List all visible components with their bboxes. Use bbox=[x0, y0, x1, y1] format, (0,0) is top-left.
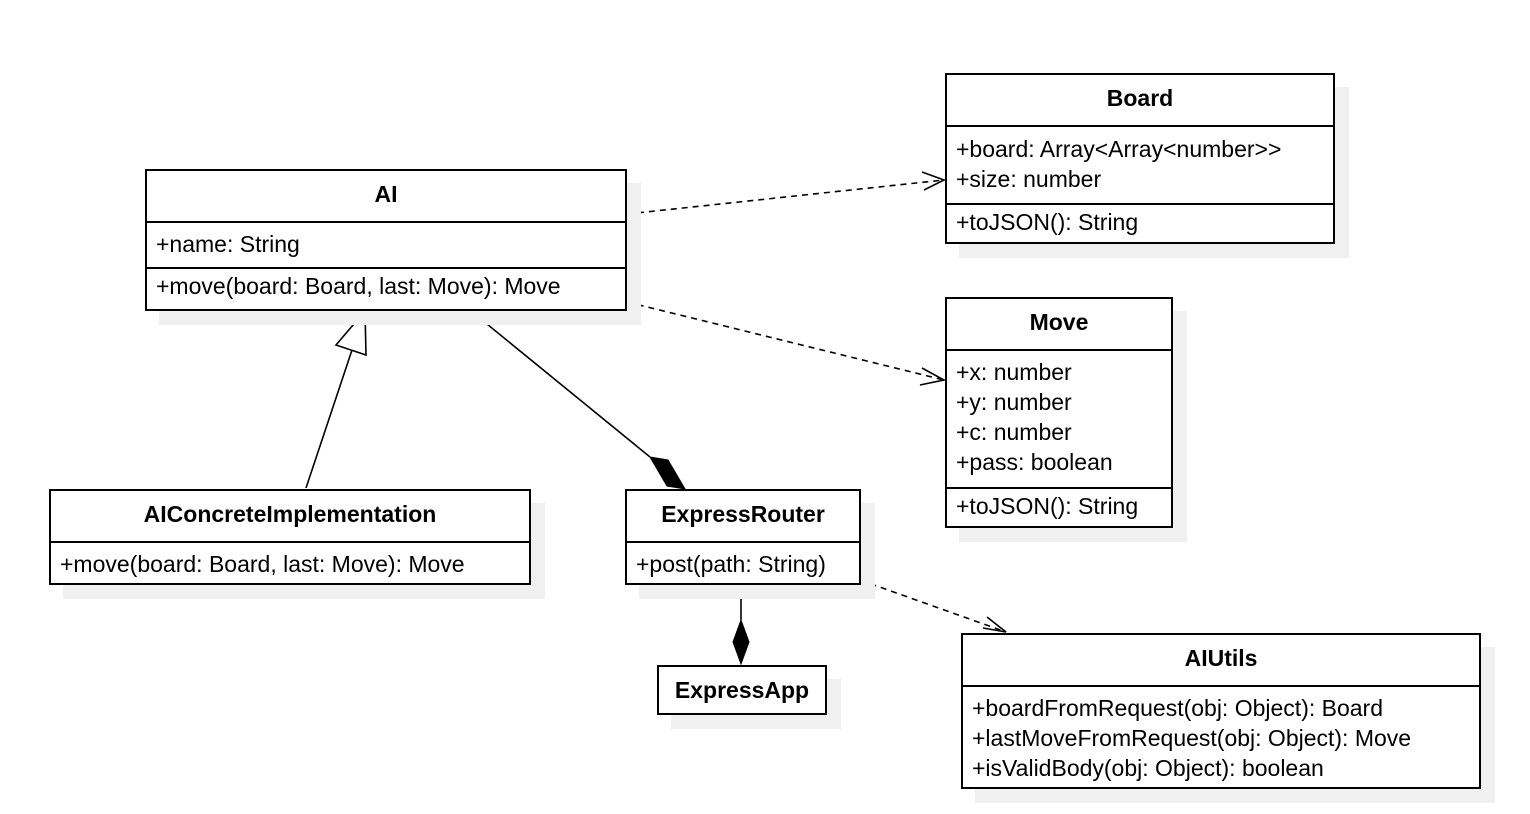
attribute: +pass: boolean bbox=[956, 449, 1113, 475]
class-name: AIConcreteImplementation bbox=[143, 501, 437, 527]
attribute: +size: number bbox=[956, 166, 1102, 192]
class-name: ExpressApp bbox=[674, 677, 810, 703]
method: +lastMoveFromRequest(obj: Object): Move bbox=[972, 725, 1412, 751]
class-name: ExpressRouter bbox=[661, 501, 825, 527]
class-ai-concrete-implementation: AIConcreteImplementation +move(board: Bo… bbox=[49, 489, 531, 585]
dependency-ai-move bbox=[626, 301, 945, 381]
method: +post(path: String) bbox=[636, 551, 826, 577]
attribute: +y: number bbox=[956, 389, 1072, 415]
composition-diamond-app bbox=[732, 618, 750, 666]
class-move: Move +x: number +y: number +c: number +p… bbox=[945, 297, 1173, 528]
method: +toJSON(): String bbox=[956, 493, 1139, 519]
class-board: Board +board: Array<Array<number>> +size… bbox=[945, 73, 1335, 244]
attributes-section: +board: Array<Array<number>> +size: numb… bbox=[947, 125, 1333, 203]
arrowhead-open-move bbox=[919, 367, 947, 386]
class-ai: AI +name: String +move(board: Board, las… bbox=[145, 169, 627, 311]
methods-section: +move(board: Board, last: Move): Move bbox=[147, 267, 625, 301]
class-name: AIUtils bbox=[1184, 645, 1258, 671]
composition-diamond-router bbox=[649, 456, 686, 490]
dependency-ai-board bbox=[626, 179, 945, 215]
class-name: AI bbox=[374, 181, 398, 207]
arrowhead-open-board bbox=[921, 171, 947, 191]
class-name: Move bbox=[1029, 309, 1089, 335]
method: +isValidBody(obj: Object): boolean bbox=[972, 755, 1324, 781]
methods-section: +toJSON(): String bbox=[947, 203, 1333, 237]
methods-section: +post(path: String) bbox=[627, 541, 859, 579]
dependency-router-aiutils bbox=[859, 579, 1007, 633]
method: +boardFromRequest(obj: Object): Board bbox=[972, 695, 1384, 721]
class-express-app: ExpressApp bbox=[657, 665, 827, 715]
class-ai-utils: AIUtils +boardFromRequest(obj: Object): … bbox=[961, 633, 1481, 789]
class-name: Board bbox=[1106, 85, 1174, 111]
arrowhead-open-aiutils bbox=[982, 616, 1007, 633]
attributes-section: +name: String bbox=[147, 221, 625, 267]
generalization-line bbox=[305, 349, 353, 489]
attributes-section: +x: number +y: number +c: number +pass: … bbox=[947, 349, 1171, 487]
attribute: +c: number bbox=[956, 419, 1072, 445]
method: +move(board: Board, last: Move): Move bbox=[156, 273, 561, 299]
methods-section: +move(board: Board, last: Move): Move bbox=[51, 541, 529, 579]
method: +toJSON(): String bbox=[956, 209, 1139, 235]
attribute: +name: String bbox=[156, 231, 300, 257]
class-express-router: ExpressRouter +post(path: String) bbox=[625, 489, 861, 585]
composition-ai-router bbox=[470, 310, 651, 458]
methods-section: +toJSON(): String bbox=[947, 487, 1171, 521]
attribute: +x: number bbox=[956, 359, 1072, 385]
method: +move(board: Board, last: Move): Move bbox=[60, 551, 465, 577]
methods-section: +boardFromRequest(obj: Object): Board +l… bbox=[963, 685, 1479, 783]
attribute: +board: Array<Array<number>> bbox=[956, 136, 1282, 162]
generalization-triangle bbox=[334, 308, 367, 357]
